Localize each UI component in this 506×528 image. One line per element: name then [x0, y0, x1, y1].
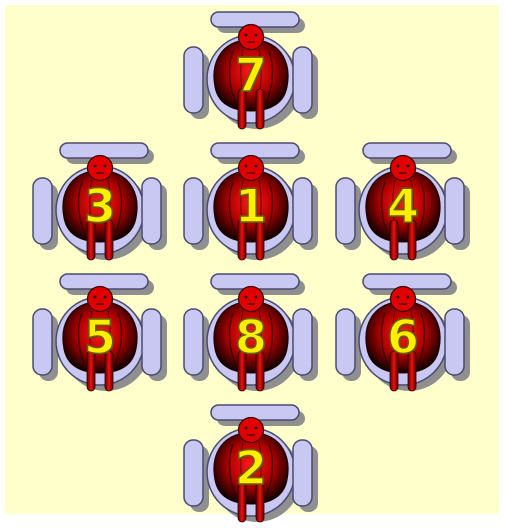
seat-number: 1	[221, 176, 281, 236]
seat-3[interactable]: 3	[30, 138, 170, 266]
seat-number: 6	[373, 307, 433, 367]
seat-number: 8	[221, 307, 281, 367]
seat-1[interactable]: 1	[181, 138, 321, 266]
game-board: 7 3 1 4 5 8 6 2	[5, 5, 499, 514]
seat-number: 5	[70, 307, 130, 367]
seat-number: 2	[221, 438, 281, 498]
seat-number: 7	[221, 45, 281, 105]
seat-4[interactable]: 4	[333, 138, 473, 266]
seat-number: 3	[70, 176, 130, 236]
seat-8[interactable]: 8	[181, 269, 321, 397]
seat-number: 4	[373, 176, 433, 236]
seat-6[interactable]: 6	[333, 269, 473, 397]
seat-5[interactable]: 5	[30, 269, 170, 397]
seat-7[interactable]: 7	[181, 7, 321, 135]
seat-2[interactable]: 2	[181, 400, 321, 528]
